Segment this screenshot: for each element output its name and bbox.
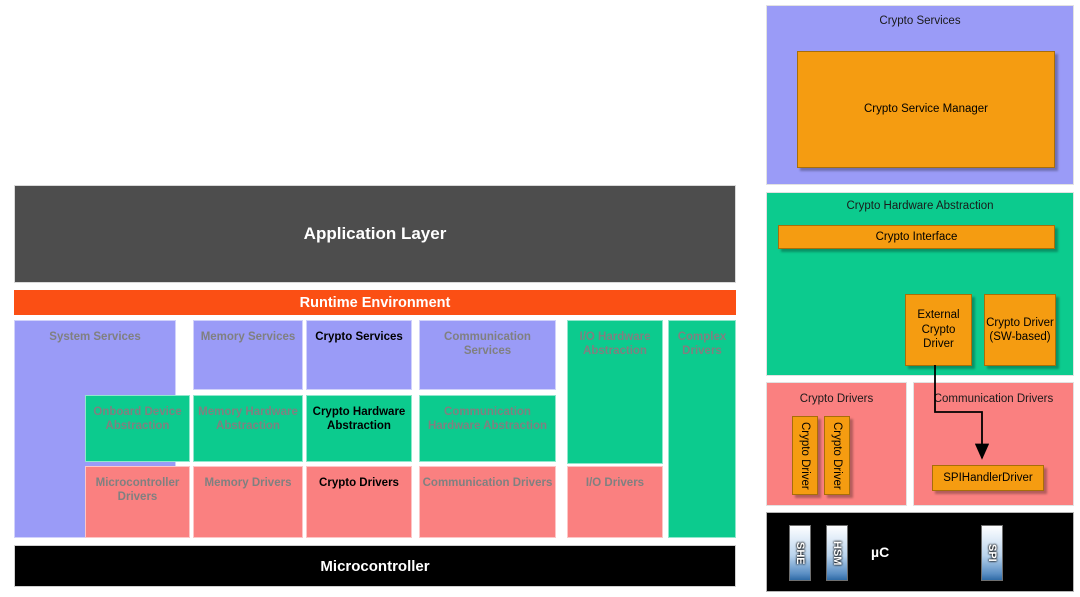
layer-cell-io-drivers[interactable]: I/O Drivers [567, 466, 663, 538]
crypto-driver-sw-based-label: Crypto Driver (SW-based) [986, 316, 1054, 343]
external-crypto-driver-label: External Crypto Driver [917, 309, 960, 351]
layer-cell-communication-services[interactable]: Communication Services [419, 320, 556, 390]
application-layer-label: Application Layer [303, 224, 447, 243]
layer-cell-memory-drivers[interactable]: Memory Drivers [193, 466, 303, 538]
crypto-interface-box[interactable]: Crypto Interface [778, 225, 1055, 249]
layer-cell-label: Memory Services [200, 331, 296, 343]
communication-drivers-panel-title: Communication Drivers [933, 393, 1054, 405]
microcontroller-hardware-panel: SHE HSM µC SPI [766, 512, 1074, 592]
layer-cell-memory-hardware-abstraction[interactable]: Memory Hardware Abstraction [193, 395, 303, 462]
layer-cell-label: Onboard Device Abstraction [93, 406, 182, 433]
runtime-environment-bar: Runtime Environment [14, 290, 736, 315]
crypto-services-panel-title: Crypto Services [879, 15, 961, 27]
layer-cell-microcontroller-drivers[interactable]: Microcontroller Drivers [85, 466, 190, 538]
microcontroller-uc-label: µC [871, 544, 890, 560]
layer-cell-label: Crypto Drivers [319, 477, 399, 489]
crypto-service-manager-label: Crypto Service Manager [864, 103, 988, 116]
runtime-environment-label: Runtime Environment [299, 294, 451, 311]
layer-cell-label: Memory Drivers [204, 477, 292, 489]
crypto-driver-label: Crypto Driver [799, 421, 812, 490]
microcontroller-label: Microcontroller [320, 557, 430, 575]
crypto-interface-label: Crypto Interface [875, 230, 958, 243]
microcontroller-bar: Microcontroller [14, 545, 736, 587]
application-layer-block: Application Layer [14, 185, 736, 283]
crypto-hardware-abstraction-panel-title: Crypto Hardware Abstraction [846, 200, 994, 212]
layer-cell-communication-drivers[interactable]: Communication Drivers [419, 466, 556, 538]
crypto-drivers-panel-title: Crypto Drivers [799, 393, 874, 405]
layer-cell-label: I/O Hardware Abstraction [579, 331, 651, 358]
layer-cell-crypto-services[interactable]: Crypto Services [306, 320, 412, 390]
crypto-driver-box-2[interactable]: Crypto Driver [824, 416, 850, 495]
crypto-drivers-panel: Crypto Drivers Crypto Driver Crypto Driv… [766, 382, 907, 506]
crypto-driver-box-1[interactable]: Crypto Driver [792, 416, 818, 495]
spi-handler-driver-box[interactable]: SPIHandlerDriver [932, 465, 1044, 491]
layer-cell-crypto-drivers[interactable]: Crypto Drivers [306, 466, 412, 538]
crypto-service-manager-box[interactable]: Crypto Service Manager [797, 51, 1055, 168]
layer-cell-onboard-device-abstraction[interactable]: Onboard Device Abstraction [85, 395, 190, 462]
spi-chip-label: SPI [986, 544, 998, 562]
layer-cell-label: Communication Services [444, 331, 531, 358]
layer-cell-label: I/O Drivers [585, 477, 645, 489]
layer-cell-complex-drivers[interactable]: Complex Drivers [668, 320, 736, 538]
layer-cell-label: Communication Drivers [422, 477, 553, 489]
layer-cell-label: Memory Hardware Abstraction [198, 406, 298, 433]
spi-chip[interactable]: SPI [981, 525, 1003, 581]
external-crypto-driver-box[interactable]: External Crypto Driver [905, 294, 972, 366]
layer-cell-label: Communication Hardware Abstraction [427, 406, 548, 433]
crypto-services-panel: Crypto Services Crypto Service Manager [766, 5, 1074, 185]
crypto-driver-label: Crypto Driver [831, 421, 844, 490]
she-chip[interactable]: SHE [789, 525, 811, 581]
layer-cell-communication-hardware-abstraction[interactable]: Communication Hardware Abstraction [419, 395, 556, 462]
layer-cell-label: Complex Drivers [677, 331, 727, 358]
layer-cell-crypto-hardware-abstraction[interactable]: Crypto Hardware Abstraction [306, 395, 412, 462]
layer-cell-io-hardware-abstraction[interactable]: I/O Hardware Abstraction [567, 320, 663, 464]
layer-cell-label: Crypto Services [315, 331, 403, 343]
she-chip-label: SHE [794, 541, 806, 565]
layer-cell-label: System Services [49, 331, 141, 343]
communication-drivers-panel: Communication Drivers SPIHandlerDriver [913, 382, 1074, 506]
layer-cell-label: Crypto Hardware Abstraction [312, 406, 406, 433]
crypto-driver-sw-based-box[interactable]: Crypto Driver (SW-based) [984, 294, 1056, 366]
layer-cell-memory-services[interactable]: Memory Services [193, 320, 303, 390]
layer-cell-label: Microcontroller Drivers [95, 477, 180, 504]
crypto-hardware-abstraction-panel: Crypto Hardware Abstraction Crypto Inter… [766, 192, 1074, 376]
hsm-chip[interactable]: HSM [826, 525, 848, 581]
hsm-chip-label: HSM [831, 540, 843, 566]
spi-handler-driver-label: SPIHandlerDriver [943, 471, 1033, 484]
